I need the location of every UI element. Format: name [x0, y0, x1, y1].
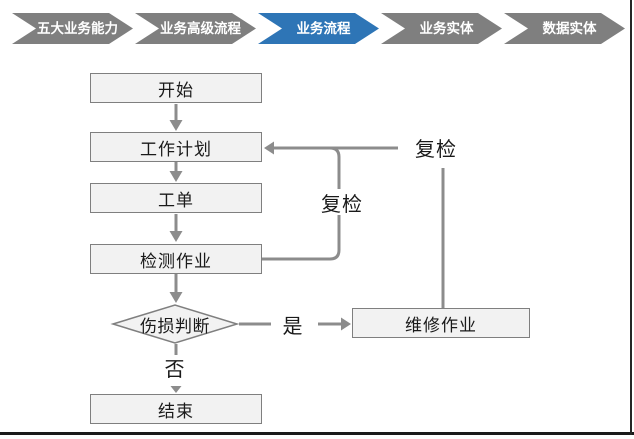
- node-end: 结束: [90, 394, 262, 424]
- node-work-order-label: 工单: [158, 190, 194, 210]
- node-repair-job-label: 维修作业: [405, 315, 477, 335]
- slide-right-border: [630, 0, 632, 435]
- connector-decision-yes-to-repair: [239, 317, 351, 331]
- connector-workplan-to-workorder: [169, 162, 183, 182]
- node-end-label: 结束: [158, 401, 194, 421]
- node-inspection-job: 检测作业: [90, 244, 262, 274]
- node-start: 开始: [90, 73, 262, 103]
- connector-start-to-workplan: [169, 104, 183, 131]
- node-start-label: 开始: [158, 80, 194, 100]
- node-damage-decision: 伤损判断: [113, 312, 237, 336]
- node-work-plan-label: 工作计划: [140, 139, 212, 159]
- connector-decision-no-to-end: [170, 344, 182, 393]
- connector-recheck-into-workplan-arrow: [264, 141, 398, 155]
- node-inspection-job-label: 检测作业: [140, 251, 212, 271]
- step-data-entity[interactable]: 数据实体: [504, 13, 625, 44]
- decision-diamond-shape: [110, 304, 240, 344]
- edge-label-no: 否: [159, 355, 191, 381]
- connector-inspection-to-decision: [169, 274, 183, 303]
- node-damage-decision-label: 伤损判断: [140, 316, 210, 336]
- node-work-plan: 工作计划: [90, 132, 262, 162]
- slide-bottom-border: [0, 432, 634, 435]
- edge-label-recheck-repair: 复检: [410, 135, 462, 161]
- node-repair-job: 维修作业: [352, 308, 530, 338]
- node-work-order: 工单: [90, 183, 262, 213]
- edge-label-recheck-loop: 复检: [316, 189, 368, 216]
- edge-label-yes: 是: [277, 312, 309, 338]
- connector-workorder-to-inspection: [169, 214, 183, 242]
